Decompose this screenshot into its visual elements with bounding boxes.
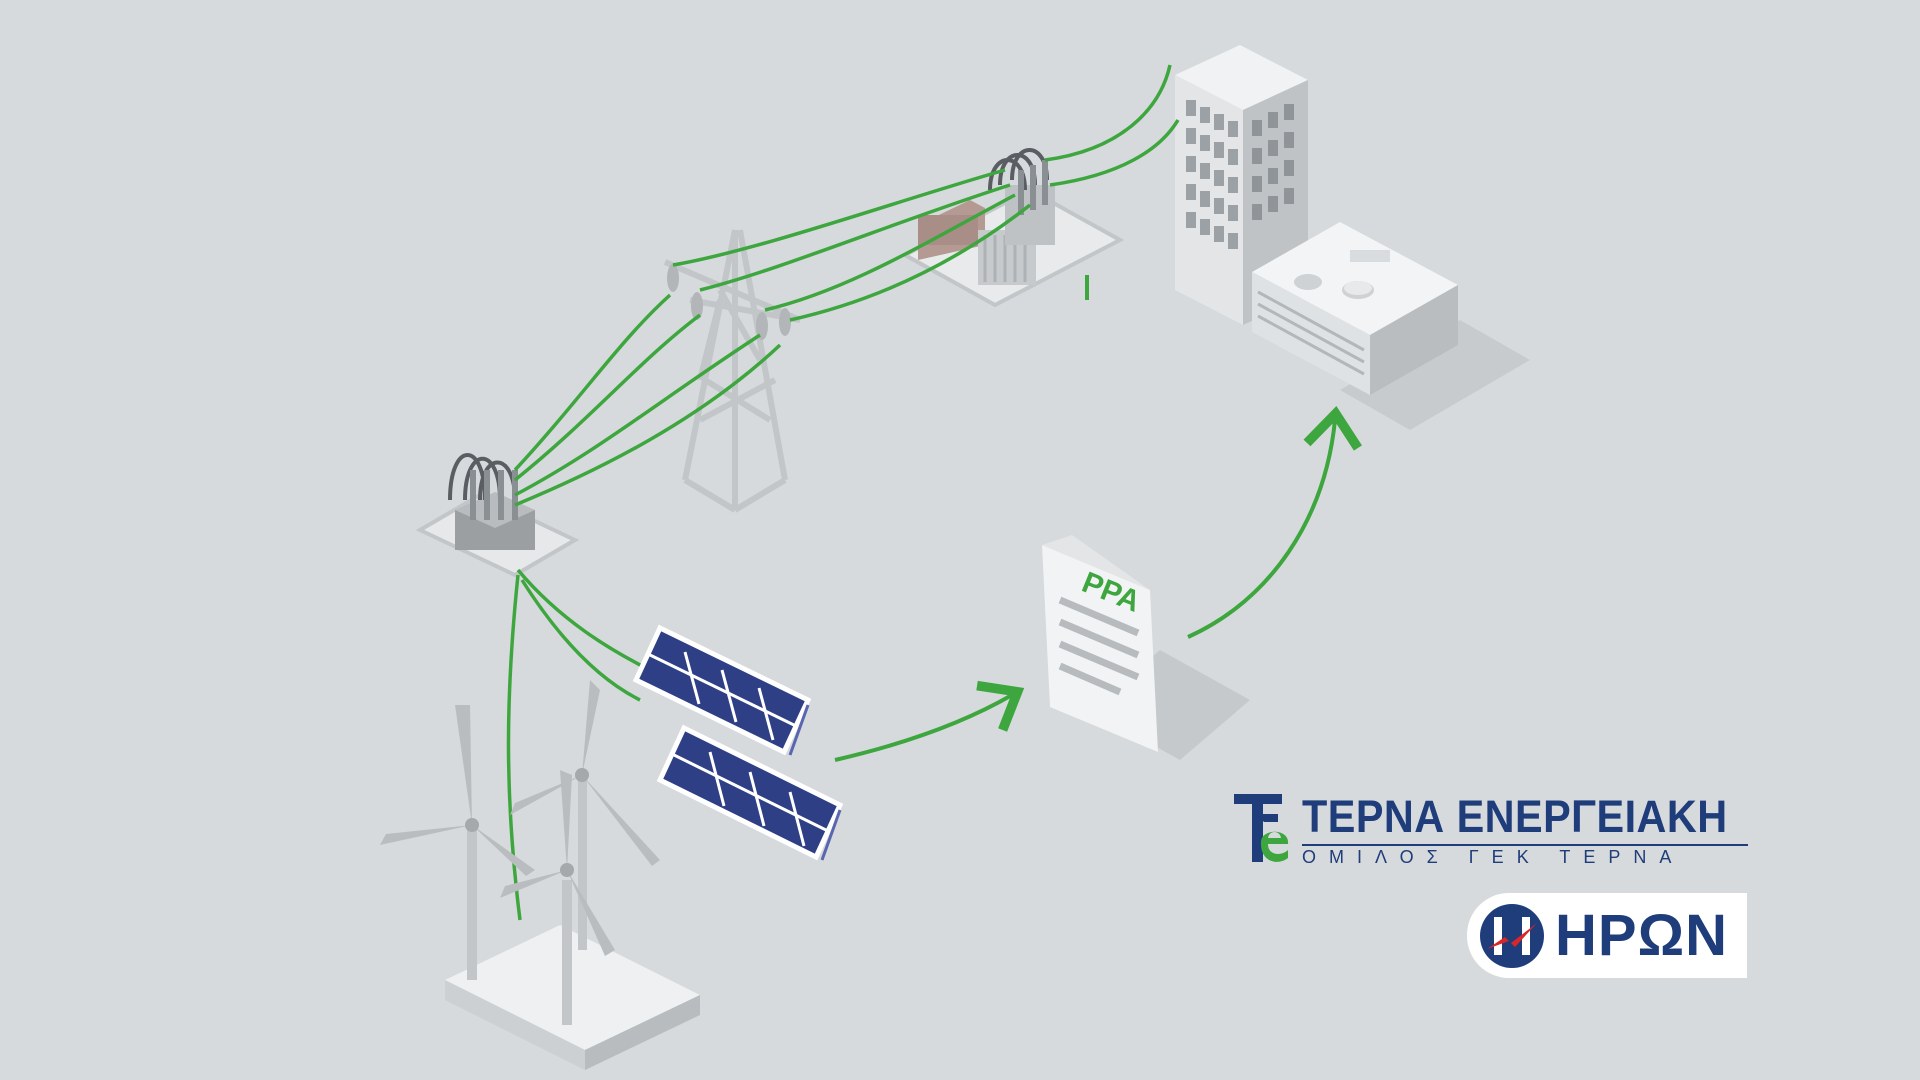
- heron-logo-icon: [1480, 904, 1544, 968]
- arrow-icon: [834, 680, 1025, 762]
- wind-turbine-icon: [380, 680, 700, 1070]
- terna-brand-name: ΤΕΡΝΑ ΕΝΕΡΓΕΙΑΚΗ: [1302, 791, 1728, 842]
- heron-logo: ΗΡΩΝ: [1467, 893, 1747, 978]
- document-icon: PPA: [1042, 535, 1250, 760]
- substation-icon: [415, 453, 580, 578]
- office-building-icon: [1175, 45, 1530, 430]
- arrow-icon: [1187, 405, 1362, 639]
- transmission-tower-icon: [663, 229, 802, 513]
- solar-panel-icon: [632, 624, 844, 861]
- terna-divider: [1302, 844, 1748, 846]
- heron-brand-name: ΗΡΩΝ: [1555, 903, 1728, 968]
- terna-group-name: ΟΜΙΛΟΣ ΓΕΚ ΤΕΡΝΑ: [1302, 847, 1685, 867]
- terna-energy-logo: ΤΕΡΝΑ ΕΝΕΡΓΕΙΑΚΗ ΟΜΙΛΟΣ ΓΕΚ ΤΕΡΝΑ: [1230, 792, 1750, 867]
- connection-line: [506, 64, 1180, 921]
- terna-logo-icon: [1234, 794, 1289, 862]
- substation-icon: [900, 148, 1125, 308]
